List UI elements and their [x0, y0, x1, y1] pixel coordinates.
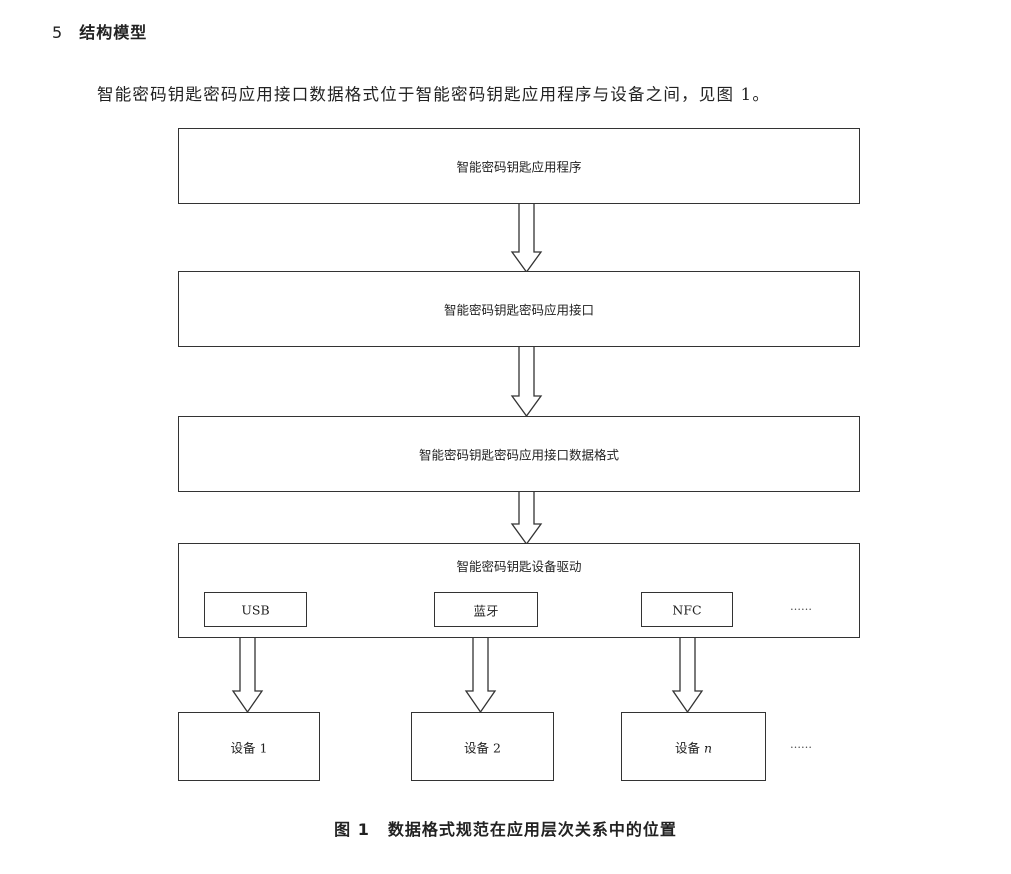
- driver-bluetooth-label: 蓝牙: [473, 603, 499, 618]
- layer-data-format: 智能密码钥匙密码应用接口数据格式: [178, 416, 860, 492]
- device-n-label: 设备 n: [674, 740, 713, 755]
- layer-data-format-label: 智能密码钥匙密码应用接口数据格式: [418, 447, 619, 463]
- driver-bluetooth: 蓝牙: [434, 592, 538, 627]
- intro-paragraph: 智能密码钥匙密码应用接口数据格式位于智能密码钥匙应用程序与设备之间，见图 1。: [97, 85, 771, 104]
- layer-crypto-api-label: 智能密码钥匙密码应用接口: [443, 302, 594, 318]
- arrow-usb-device-1: [231, 626, 264, 714]
- figure-number: 图 1: [334, 820, 370, 839]
- section-heading: 5 结构模型: [52, 19, 147, 43]
- section-title: 结构模型: [79, 23, 148, 42]
- arrow-bluetooth-device-2: [464, 626, 497, 714]
- layer-application-label: 智能密码钥匙应用程序: [456, 159, 582, 175]
- layer-application: 智能密码钥匙应用程序: [178, 128, 860, 204]
- driver-nfc-label: NFC: [672, 602, 702, 617]
- device-1: 设备 1: [178, 712, 320, 781]
- figure-caption: 图 1 数据格式规范在应用层次关系中的位置: [0, 816, 1011, 840]
- arrow-down-2: [510, 345, 543, 418]
- arrow-down-3: [510, 490, 543, 546]
- section-number: 5: [52, 23, 64, 42]
- layer-device-driver-label: 智能密码钥匙设备驱动: [456, 559, 582, 574]
- driver-nfc: NFC: [641, 592, 733, 627]
- layer-crypto-api: 智能密码钥匙密码应用接口: [178, 271, 860, 347]
- arrow-down-1: [510, 202, 543, 274]
- device-2-label: 设备 2: [464, 740, 501, 755]
- arrow-nfc-device-n: [671, 626, 704, 714]
- figure-caption-text: 数据格式规范在应用层次关系中的位置: [387, 820, 677, 839]
- device-2: 设备 2: [411, 712, 554, 781]
- drivers-ellipsis: ……: [790, 600, 812, 613]
- device-1-label: 设备 1: [230, 740, 268, 755]
- device-n: 设备 n: [621, 712, 766, 781]
- driver-usb: USB: [204, 592, 307, 627]
- driver-usb-label: USB: [241, 602, 270, 617]
- devices-ellipsis: ……: [790, 738, 812, 751]
